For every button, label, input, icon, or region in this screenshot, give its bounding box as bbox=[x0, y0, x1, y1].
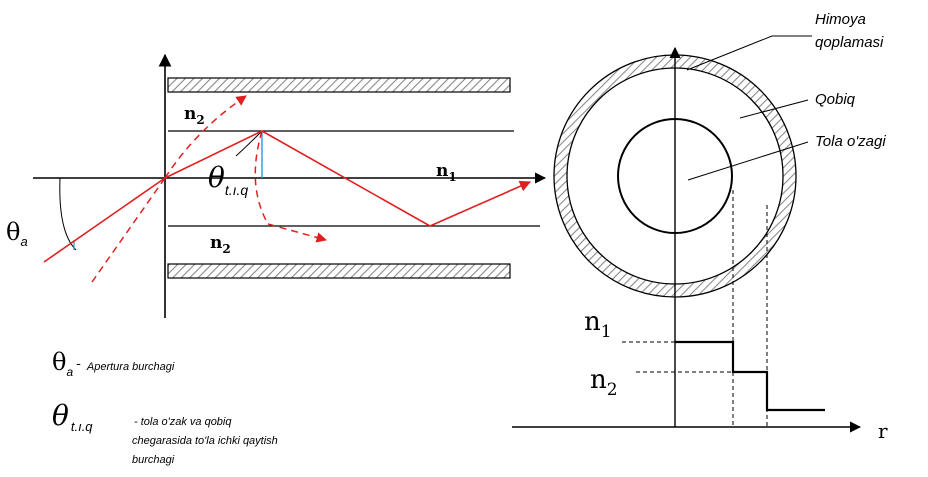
label-profile-n1: n1 bbox=[584, 307, 612, 342]
escaping-ray bbox=[91, 95, 328, 283]
leader-coating bbox=[686, 35, 812, 71]
theta-tiq-arc bbox=[235, 130, 263, 157]
label-protective-coating-1: Himoya bbox=[815, 11, 866, 28]
label-core: Tola o'zagi bbox=[815, 133, 886, 150]
legend-theta-tiq-line3: burchagi bbox=[132, 454, 175, 466]
label-r-axis: r bbox=[878, 419, 888, 443]
label-theta-tiq: θt.ı.q bbox=[208, 161, 248, 198]
label-n2-top: n2 bbox=[184, 104, 205, 127]
leader-cladding bbox=[739, 99, 809, 119]
label-cladding: Qobiq bbox=[815, 91, 856, 108]
label-n1-core: n1 bbox=[436, 161, 457, 184]
coating-bottom bbox=[167, 263, 511, 279]
theta-a-arc bbox=[59, 177, 77, 251]
label-profile-n2: n2 bbox=[590, 365, 618, 400]
legend-theta-tiq-line2: chegarasida to'la ichki qaytish bbox=[132, 435, 278, 447]
guided-ray bbox=[43, 130, 532, 263]
legend-theta-a: θa-Apertura burchagi bbox=[52, 348, 175, 379]
label-n2-bottom: n2 bbox=[210, 233, 231, 256]
leader-core bbox=[687, 141, 809, 181]
label-theta-a: θa bbox=[6, 218, 28, 249]
legend-theta-tiq-line1: - tola o'zak va qobiq bbox=[134, 416, 232, 428]
coating-top bbox=[167, 77, 511, 93]
index-profile bbox=[675, 340, 825, 412]
label-protective-coating-2: qoplamasi bbox=[815, 34, 884, 51]
